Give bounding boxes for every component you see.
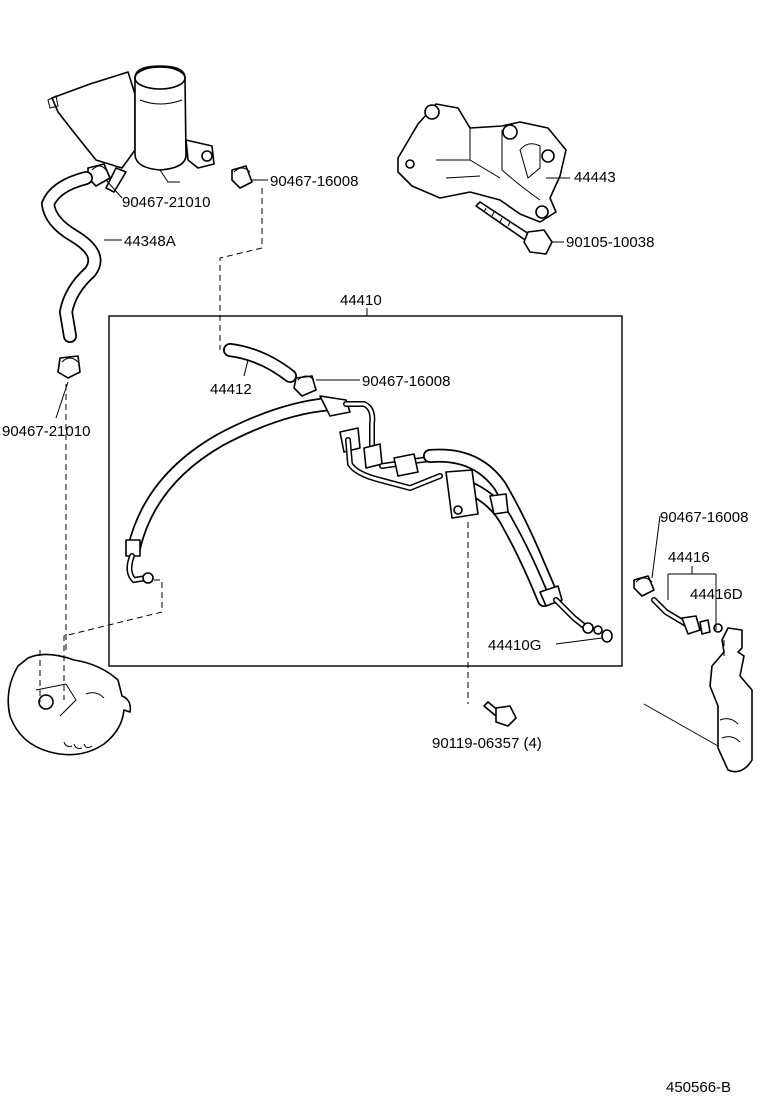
label-assembly: 44410 (340, 292, 382, 309)
hose-44412[interactable] (223, 343, 297, 383)
label-tube-right: 44416 (668, 549, 710, 566)
hose-clamp-right[interactable] (633, 575, 655, 597)
return-tube[interactable] (345, 437, 603, 635)
pressure-hose[interactable] (125, 395, 383, 584)
label-reservoir-hose: 44348A (124, 233, 176, 250)
label-bolt-upper: 90105-10038 (566, 234, 654, 251)
hose-clamp-lower-left[interactable] (57, 355, 81, 379)
label-hose-clamp-1: 90467-21010 (122, 194, 210, 211)
steering-gear[interactable] (643, 623, 753, 773)
leader-lines (55, 177, 717, 645)
label-diagram-code: 450566-B (666, 1079, 731, 1096)
tube-44416[interactable] (651, 597, 711, 635)
part-labels: 90467-21010 90467-16008 44443 90105-1003… (2, 169, 748, 1096)
label-gasket: 44410G (488, 637, 541, 654)
hose-clamp-upper-middle[interactable] (231, 165, 253, 189)
reservoir-hose[interactable] (40, 171, 102, 343)
label-bracket: 44443 (574, 169, 616, 186)
pump-bracket[interactable] (397, 103, 567, 223)
assembly-frame (108, 315, 623, 667)
dashed-guides (39, 188, 725, 704)
bolt-lower[interactable] (483, 701, 517, 727)
power-steering-pump[interactable] (7, 653, 132, 756)
label-hose-small: 44412 (210, 381, 252, 398)
hose-clamp-in-box[interactable] (293, 375, 317, 397)
label-hose-clamp-3: 90467-16008 (362, 373, 450, 390)
label-tube-right-part: 44416D (690, 586, 743, 603)
gasket[interactable] (601, 629, 613, 643)
bolt-upper[interactable] (475, 201, 553, 255)
reservoir-tank[interactable] (47, 65, 215, 193)
label-hose-clamp-4: 90467-21010 (2, 423, 90, 440)
label-hose-clamp-2: 90467-16008 (270, 173, 358, 190)
label-bolt-lower: 90119-06357 (4) (432, 735, 542, 752)
label-hose-clamp-right: 90467-16008 (660, 509, 748, 526)
